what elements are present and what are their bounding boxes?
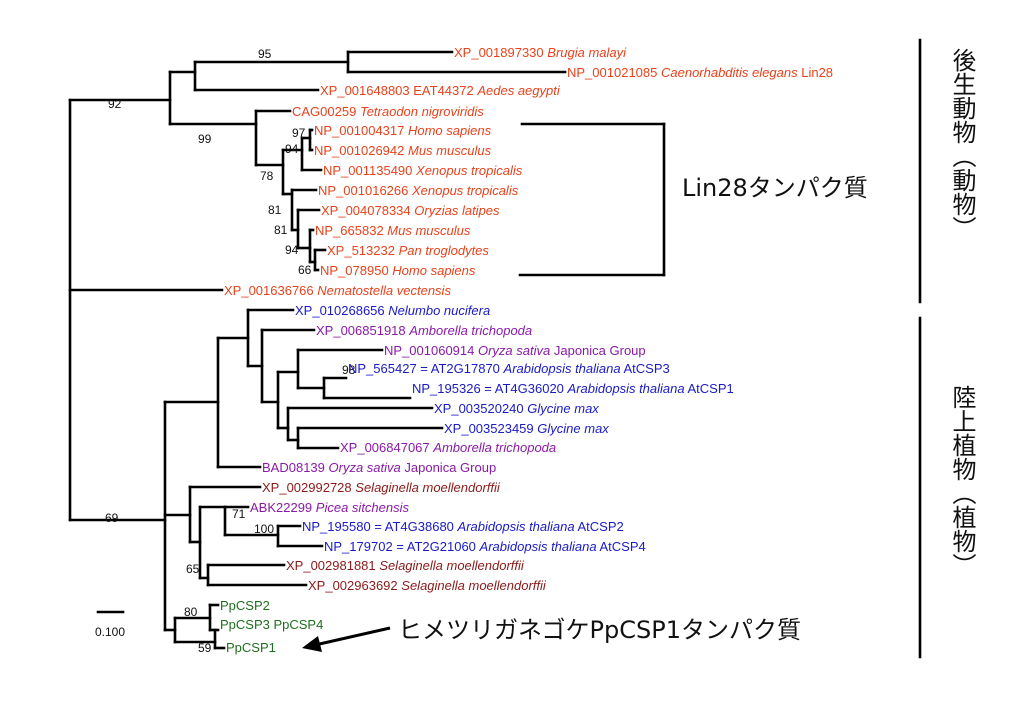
leaf-label: PpCSP3 PpCSP4 — [220, 617, 323, 632]
bootstrap-value: 81 — [268, 203, 282, 217]
leaf-label: XP_002963692 Selaginella moellendorffii — [308, 578, 547, 593]
leaf-label: PpCSP2 — [220, 598, 270, 613]
leaf-label: NP_565427 = AT2G17870 Arabidopsis thalia… — [348, 361, 670, 376]
leaf-label: NP_001060914 Oryza sativa Japonica Group — [384, 343, 646, 358]
bootstrap-value: 94 — [285, 243, 299, 257]
leaf-label: XP_002981881 Selaginella moellendorffii — [286, 558, 525, 573]
leaf-label: XP_002992728 Selaginella moellendorffii — [262, 480, 501, 495]
leaf-label: NP_179702 = AT2G21060 Arabidopsis thalia… — [324, 539, 646, 554]
leaf-label: NP_001135490 Xenopus tropicalis — [323, 163, 523, 178]
bootstrap-value: 69 — [105, 511, 119, 525]
leaf-label: NP_001016266 Xenopus tropicalis — [318, 183, 519, 198]
leaf-label: NP_665832 Mus musculus — [315, 223, 471, 238]
bootstrap-value: 80 — [184, 605, 198, 619]
bootstrap-value: 100 — [254, 522, 274, 536]
leaf-label: XP_004078334 Oryzias latipes — [321, 203, 500, 218]
ppcsp1-annotation: ヒメツリガネゴケPpCSP1タンパク質 — [398, 616, 801, 644]
leaf-label: PpCSP1 — [226, 640, 276, 655]
leaf-label: XP_513232 Pan troglodytes — [327, 243, 489, 258]
bootstrap-value: 94 — [285, 142, 299, 156]
bootstrap-value: 65 — [186, 562, 200, 576]
bootstrap-value: 81 — [274, 223, 288, 237]
leaf-label: ABK22299 Picea sitchensis — [250, 500, 410, 515]
bootstrap-value: 71 — [232, 507, 246, 521]
bootstrap-value: 98 — [342, 363, 356, 377]
bootstrap-value: 59 — [198, 641, 212, 655]
leaf-label: NP_195326 = AT4G36020 Arabidopsis thalia… — [412, 381, 734, 396]
bootstrap-values: 95 92 99 97 94 78 81 81 94 66 98 71 100 … — [105, 47, 356, 655]
leaf-label: NP_195580 = AT4G38680 Arabidopsis thalia… — [302, 519, 624, 534]
bootstrap-value: 99 — [198, 132, 212, 146]
leaf-label: XP_003523459 Glycine max — [444, 421, 609, 436]
animals-group-label: 後生動物（動物） — [948, 48, 976, 240]
leaf-label: NP_001026942 Mus musculus — [314, 143, 492, 158]
leaf-label: XP_001636766 Nematostella vectensis — [224, 283, 451, 298]
leaf-label: XP_001897330 Brugia malayi — [454, 45, 627, 60]
bootstrap-value: 95 — [258, 47, 272, 61]
leaf-label: XP_006847067 Amborella trichopoda — [340, 440, 556, 455]
bootstrap-value: 66 — [298, 263, 312, 277]
tree-branches — [68, 38, 922, 659]
leaf-label: XP_010268656 Nelumbo nucifera — [295, 303, 490, 318]
leaf-label: XP_003520240 Glycine max — [434, 401, 599, 416]
leaf-label: XP_001648803 EAT44372 Aedes aegypti — [320, 83, 561, 98]
arrow-icon — [302, 626, 391, 652]
leaf-label: XP_006851918 Amborella trichopoda — [316, 323, 532, 338]
bootstrap-value: 92 — [108, 97, 122, 111]
scale-bar-label: 0.100 — [95, 625, 125, 639]
leaf-label: NP_001021085 Caenorhabditis elegans Lin2… — [567, 65, 833, 80]
leaf-label: NP_001004317 Homo sapiens — [314, 123, 492, 138]
bootstrap-value: 97 — [292, 126, 306, 140]
leaf-labels: XP_001897330 Brugia malayi NP_001021085 … — [220, 45, 833, 655]
lin28-annotation: Lin28タンパク質 — [682, 174, 868, 202]
bootstrap-value: 78 — [260, 169, 274, 183]
leaf-label: NP_078950 Homo sapiens — [320, 263, 476, 278]
plants-group-label: 陸上植物（植物） — [948, 385, 976, 577]
leaf-label: BAD08139 Oryza sativa Japonica Group — [262, 460, 496, 475]
leaf-label: CAG00259 Tetraodon nigroviridis — [292, 104, 484, 119]
